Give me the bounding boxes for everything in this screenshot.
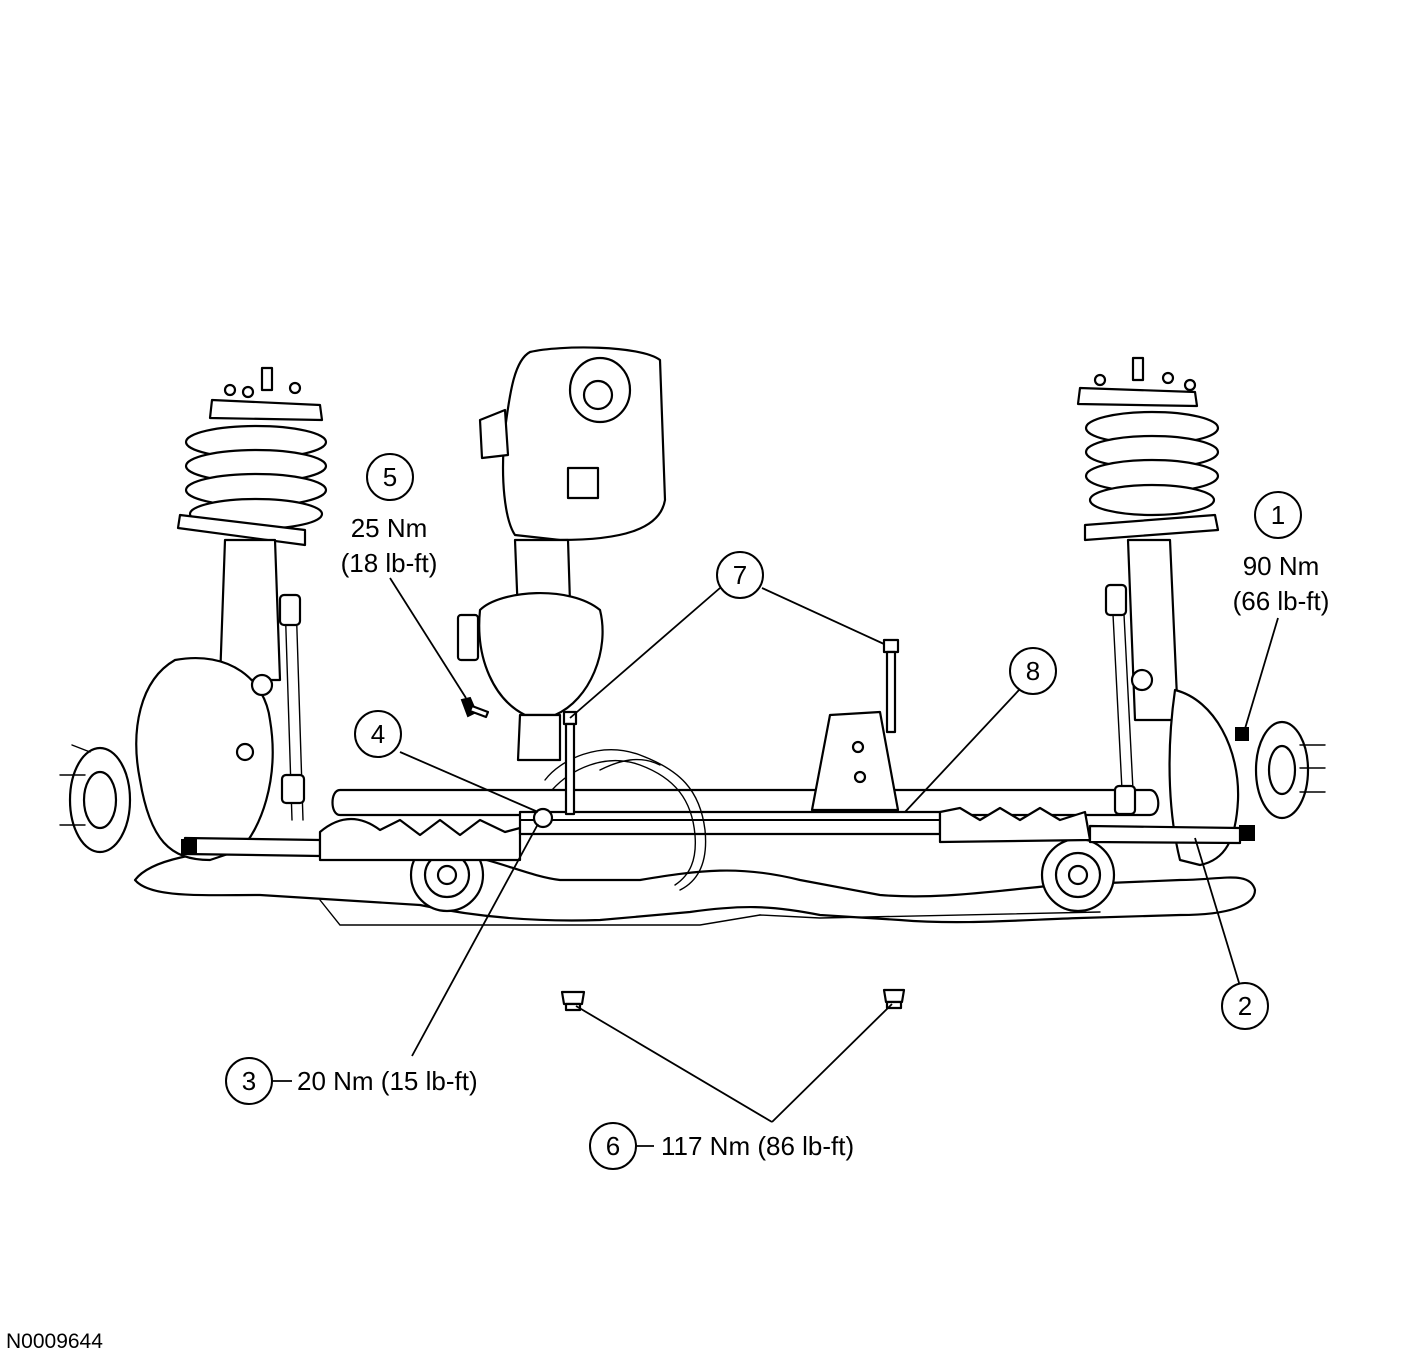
- callout-7: 7: [716, 551, 764, 599]
- torque-value-imperial: (66 lb-ft): [1233, 586, 1330, 616]
- callout-number: 7: [733, 560, 747, 590]
- leader-5: [389, 577, 467, 699]
- torque-value: 117 Nm (86 lb-ft): [661, 1131, 854, 1161]
- callout-1: 1 90 Nm (66 lb-ft): [1233, 491, 1330, 616]
- callout-number: 1: [1271, 500, 1285, 530]
- callout-number: 8: [1026, 656, 1040, 686]
- callout-3: 3 20 Nm (15 lb-ft): [225, 1057, 478, 1105]
- callout-circle: [1221, 982, 1269, 1030]
- torque-value: 25 Nm: [351, 513, 428, 543]
- left-strut-assembly: [59, 366, 328, 862]
- callout-number: 4: [371, 719, 385, 749]
- callout-6: 6 117 Nm (86 lb-ft): [589, 1122, 854, 1170]
- right-strut-assembly: [1076, 356, 1326, 867]
- callout-number: 3: [242, 1066, 256, 1096]
- callout-circle: [354, 710, 402, 758]
- callout-circle: [589, 1122, 637, 1170]
- callout-circle: [1254, 491, 1302, 539]
- callout-4: 4: [354, 710, 402, 758]
- steering-gear: [181, 806, 1255, 862]
- callout-8: 8: [1009, 647, 1057, 695]
- callout-number: 5: [383, 462, 397, 492]
- leader-lines: [272, 577, 1279, 1147]
- callout-circle: [716, 551, 764, 599]
- pressure-lines: [544, 749, 707, 891]
- callout-number: 6: [606, 1131, 620, 1161]
- leader-7b: [761, 587, 885, 645]
- callout-2: 2: [1221, 982, 1269, 1030]
- leader-8: [904, 689, 1020, 813]
- leader-7a: [569, 587, 721, 719]
- leader-4: [399, 751, 539, 813]
- leader-6b: [771, 1003, 893, 1123]
- callout-5: 5 25 Nm (18 lb-ft): [341, 453, 438, 578]
- figure-id: N0009644: [6, 1330, 103, 1353]
- torque-value: 90 Nm: [1243, 551, 1320, 581]
- callout-circle: [225, 1057, 273, 1105]
- leader-3: [411, 823, 539, 1057]
- fasteners: [460, 638, 906, 1012]
- callout-circle: [366, 453, 414, 501]
- leader-6a: [575, 1005, 773, 1123]
- torque-value: 20 Nm (15 lb-ft): [297, 1066, 478, 1096]
- subframe: [133, 710, 1257, 926]
- torque-value-imperial: (18 lb-ft): [341, 548, 438, 578]
- callout-number: 2: [1238, 991, 1252, 1021]
- callout-circle: [1009, 647, 1057, 695]
- leader-1: [1243, 617, 1279, 733]
- leader-2: [1194, 837, 1241, 987]
- steering-column: [456, 346, 667, 762]
- suspension-illustration: [59, 346, 1326, 1012]
